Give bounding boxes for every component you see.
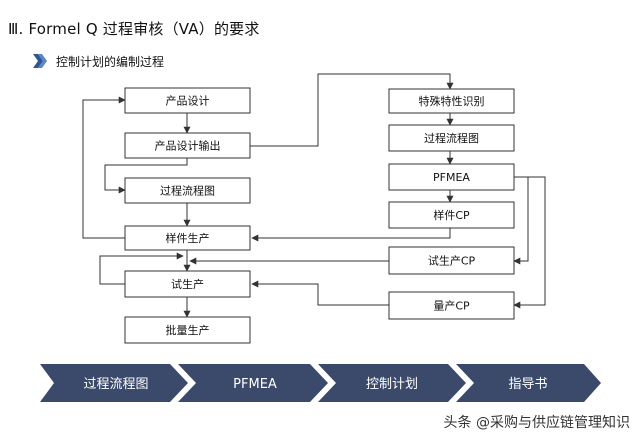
box-label: PFMEA xyxy=(433,171,470,184)
banner-step-label: PFMEA xyxy=(233,377,277,392)
box-design-output: 产品设计输出 xyxy=(124,132,251,159)
box-label: 试生产 xyxy=(171,277,204,291)
banner-step-1: 过程流程图 xyxy=(40,364,188,402)
banner-step-label: 控制计划 xyxy=(366,377,418,392)
arrow-output-to-special-char xyxy=(250,73,454,147)
box-label: 特殊特性识别 xyxy=(419,94,485,108)
arrow-output-to-flow xyxy=(104,158,188,194)
arrow-sample-cp-to-sample xyxy=(251,228,451,242)
box-process-flow-left: 过程流程图 xyxy=(124,177,251,204)
arrow-mass-cp-to-trial xyxy=(251,280,389,306)
banner-step-label: 指导书 xyxy=(508,377,547,392)
box-special-characteristics: 特殊特性识别 xyxy=(388,88,515,114)
box-trial-production: 试生产 xyxy=(124,270,251,298)
box-label: 过程流程图 xyxy=(160,184,215,198)
arrow-pfmea-to-mass-cp xyxy=(512,176,546,309)
box-process-flow-right: 过程流程图 xyxy=(388,124,515,152)
connectors xyxy=(82,73,546,318)
subtitle: 控制计划的编制过程 xyxy=(56,54,165,69)
box-label: 产品设计输出 xyxy=(155,139,221,153)
subtitle-row: 控制计划的编制过程 xyxy=(32,52,164,70)
arrow-sample-feedback-to-design xyxy=(82,96,126,239)
box-trial-cp: 试生产CP xyxy=(388,246,515,275)
box-label: 试生产CP xyxy=(428,254,476,268)
box-mass-production: 批量生产 xyxy=(124,316,251,344)
box-mass-cp: 量产CP xyxy=(388,291,515,320)
box-label: 产品设计 xyxy=(166,94,210,108)
box-sample-cp: 样件CP xyxy=(388,201,515,229)
box-label: 过程流程图 xyxy=(424,131,479,145)
banner-step-4: 指导书 xyxy=(456,364,601,402)
watermark-text: 头条 @采购与供应链管理知识 xyxy=(443,415,630,431)
box-pfmea: PFMEA xyxy=(388,163,515,191)
process-banner: 过程流程图 PFMEA 控制计划 指导书 xyxy=(40,364,601,402)
box-label: 批量生产 xyxy=(166,323,210,337)
box-sample-production: 样件生产 xyxy=(124,225,251,251)
flowchart: 产品设计 产品设计输出 过程流程图 样件生产 试生产 批量生产 特殊特性识别 过… xyxy=(82,73,546,344)
box-product-design: 产品设计 xyxy=(124,87,251,114)
banner-step-2: PFMEA xyxy=(178,364,328,402)
double-chevron-icon xyxy=(33,54,47,68)
banner-step-label: 过程流程图 xyxy=(83,377,148,392)
page-title: Ⅲ. Formel Q 过程审核（VA）的要求 xyxy=(8,20,260,38)
banner-step-3: 控制计划 xyxy=(318,364,466,402)
box-label: 样件CP xyxy=(433,208,470,222)
arrow-trial-feedback xyxy=(99,252,184,285)
watermark: 头条 @采购与供应链管理知识 xyxy=(444,412,630,432)
box-label: 量产CP xyxy=(433,299,470,313)
box-label: 样件生产 xyxy=(166,231,210,245)
